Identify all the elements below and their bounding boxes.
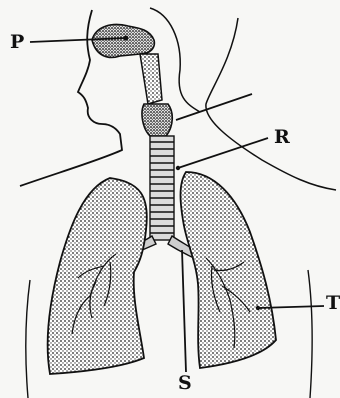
- larynx: [142, 104, 172, 136]
- leader-s: [182, 250, 186, 372]
- trachea: [150, 136, 174, 240]
- label-r: R: [274, 128, 290, 147]
- pointer-dot-p: [124, 36, 129, 41]
- label-p: P: [10, 33, 24, 52]
- leader-r: [178, 138, 268, 168]
- pointer-dot-t: [256, 306, 260, 310]
- torso-left-edge: [26, 280, 30, 398]
- nasal-cavity: [92, 25, 154, 58]
- torso-right-edge: [308, 270, 312, 398]
- pointer-dot-r: [176, 166, 180, 170]
- label-t: T: [326, 294, 340, 313]
- label-s: S: [178, 374, 192, 393]
- pharynx: [140, 54, 162, 104]
- leader-upper-r: [176, 94, 252, 120]
